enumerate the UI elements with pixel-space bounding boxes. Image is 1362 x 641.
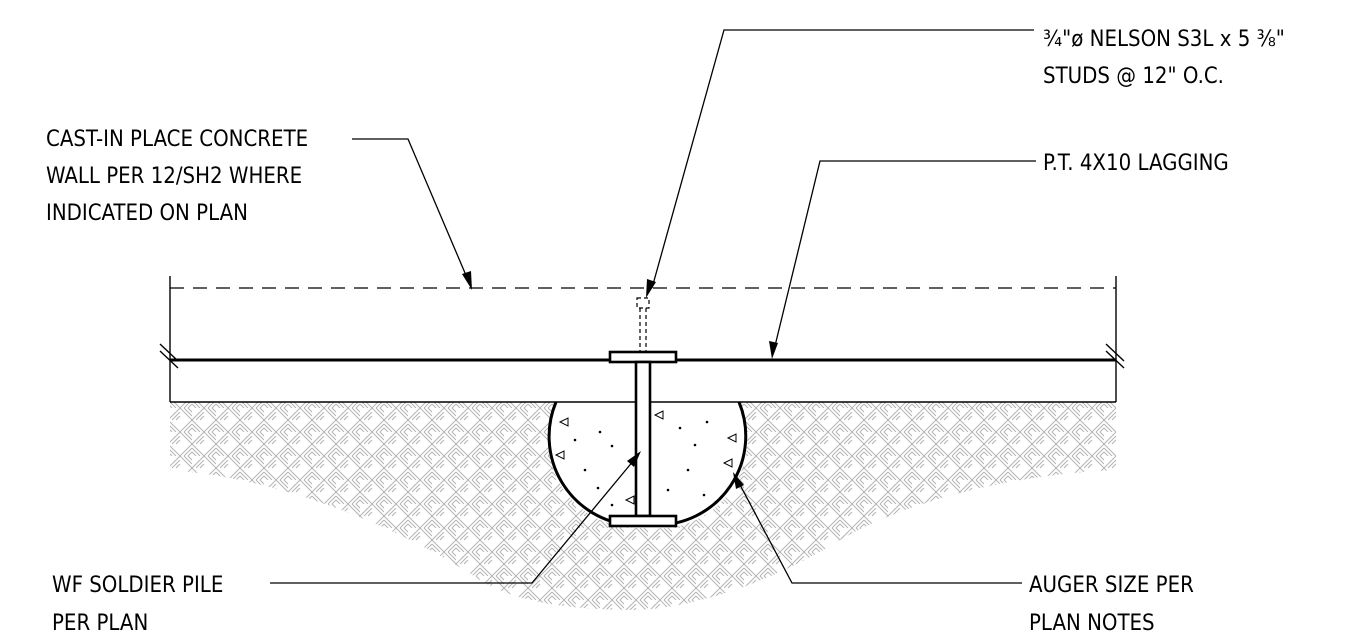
wf-soldier-pile: [608, 350, 678, 528]
pile-note-line1: WF SOLDIER PILE: [52, 573, 223, 598]
studs-leader: [646, 29, 1034, 298]
pile-leader: [270, 451, 641, 584]
auger-note-line2: PLAN NOTES: [1029, 611, 1155, 636]
double-slash-break-icon: [159, 343, 1125, 369]
lagging-leader: [769, 160, 1036, 359]
auger-note-line1: AUGER SIZE PER: [1029, 573, 1194, 598]
studs-note-line2: STUDS @ 12" O.C.: [1043, 64, 1224, 89]
auger-leader: [733, 472, 1022, 584]
concrete-note-line1: CAST-IN PLACE CONCRETE: [46, 127, 308, 152]
concrete-leader: [352, 138, 472, 290]
concrete-note-line2: WALL PER 12/SH2 WHERE: [46, 164, 302, 189]
pile-note-line2: PER PLAN: [52, 611, 148, 636]
lagging-note: P.T. 4X10 LAGGING: [1043, 151, 1229, 176]
nelson-stud: [636, 297, 650, 352]
concrete-note-line3: INDICATED ON PLAN: [46, 201, 248, 226]
studs-note-line1: ¾"ø NELSON S3L x 5 ⅜": [1043, 27, 1285, 52]
triangle-aggregate-icon: [554, 410, 737, 507]
auger-hole-outline: [547, 401, 748, 527]
